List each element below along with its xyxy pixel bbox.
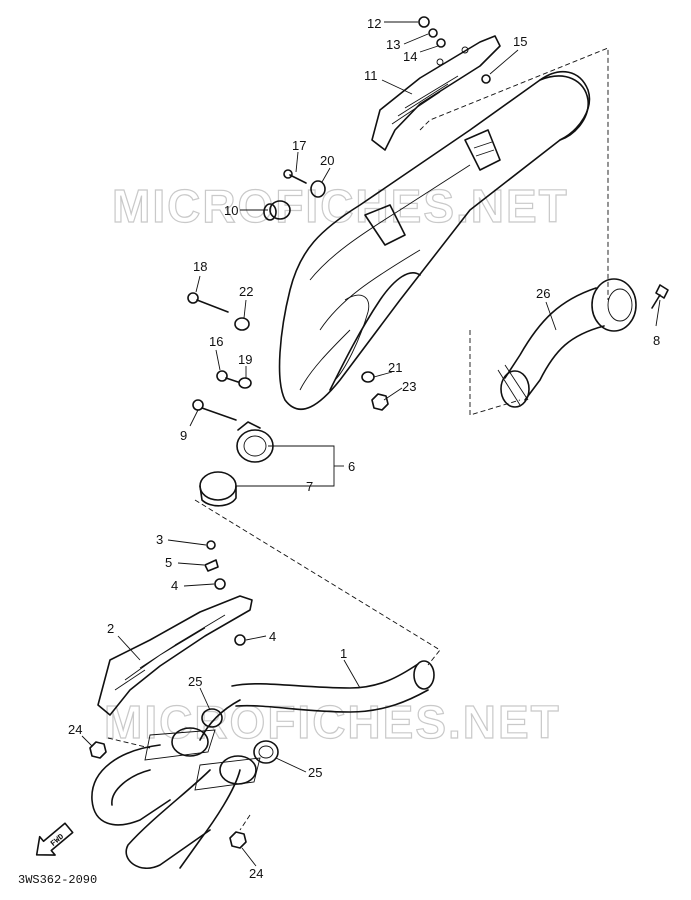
- part-muffler: [278, 71, 591, 411]
- callout-24-lower: 24: [249, 866, 263, 881]
- part-bolt-17: [283, 169, 307, 184]
- callout-6: 6: [348, 459, 355, 474]
- callout-12: 12: [367, 16, 381, 31]
- callout-11: 11: [364, 68, 378, 83]
- part-clamp-6: [236, 421, 274, 463]
- callout-10: 10: [224, 203, 238, 218]
- part-exhaust-pipe-end: [497, 278, 637, 408]
- callout-2: 2: [107, 621, 114, 636]
- ref-line-left: [107, 737, 251, 831]
- part-collar-4-lower: [234, 634, 246, 646]
- watermark-bottom: MICROFICHES.NET: [104, 696, 561, 748]
- callout-4-lower: 4: [269, 629, 276, 644]
- part-grommet-15: [481, 74, 491, 84]
- part-exhaust-header: [91, 660, 435, 870]
- callout-16: 16: [209, 334, 223, 349]
- part-gasket-7: [199, 471, 237, 507]
- leader-lines: [81, 21, 661, 867]
- part-washer-13: [428, 28, 438, 38]
- part-washer-5: [204, 559, 219, 572]
- part-nut-3: [206, 540, 216, 550]
- callout-7: 7: [306, 479, 313, 494]
- part-nut-24-upper: [89, 741, 107, 759]
- part-gasket-25-upper: [201, 708, 223, 728]
- part-collar-4-upper: [214, 578, 226, 590]
- part-bolt-9: [192, 399, 237, 421]
- part-bolt-18: [187, 292, 229, 313]
- callout-1: 1: [340, 646, 347, 661]
- part-gasket-25-lower: [253, 740, 279, 764]
- callout-18: 18: [193, 259, 207, 274]
- fwd-arrow-icon: FWD: [35, 822, 74, 856]
- callout-15: 15: [513, 34, 527, 49]
- callout-25-lower: 25: [308, 765, 322, 780]
- diagram-code: 3WS362-2090: [18, 873, 97, 887]
- part-bolt-16: [216, 370, 239, 383]
- part-washer-22: [234, 317, 250, 331]
- callout-19: 19: [238, 352, 252, 367]
- callout-21: 21: [388, 360, 402, 375]
- part-nut-24-lower: [229, 831, 247, 849]
- part-heat-protector-lower: [97, 595, 253, 716]
- part-washer-14: [436, 38, 446, 48]
- callout-23: 23: [402, 379, 416, 394]
- part-bolt-8: [651, 284, 669, 309]
- part-nut-23: [371, 393, 389, 411]
- callout-22: 22: [239, 284, 253, 299]
- callout-25-upper: 25: [188, 674, 202, 689]
- part-bolt-12: [418, 16, 430, 28]
- part-collar-10: [263, 200, 291, 221]
- callout-9: 9: [180, 428, 187, 443]
- part-washer-19: [238, 377, 252, 389]
- callout-17: 17: [292, 138, 306, 153]
- callout-13: 13: [386, 37, 400, 52]
- callout-14: 14: [403, 49, 417, 64]
- callout-5: 5: [165, 555, 172, 570]
- ref-line-lower: [194, 499, 441, 666]
- part-washer-21: [361, 371, 375, 383]
- callout-24-upper: 24: [68, 722, 82, 737]
- watermark-top: MICROFICHES.NET: [112, 180, 569, 232]
- callout-8: 8: [653, 333, 660, 348]
- callout-3: 3: [156, 532, 163, 547]
- callout-26: 26: [536, 286, 550, 301]
- ref-line-upper-box: [419, 47, 609, 416]
- callout-20: 20: [320, 153, 334, 168]
- part-heat-protector-upper: [371, 35, 501, 151]
- part-washer-20: [310, 180, 326, 198]
- callout-4-upper: 4: [171, 578, 178, 593]
